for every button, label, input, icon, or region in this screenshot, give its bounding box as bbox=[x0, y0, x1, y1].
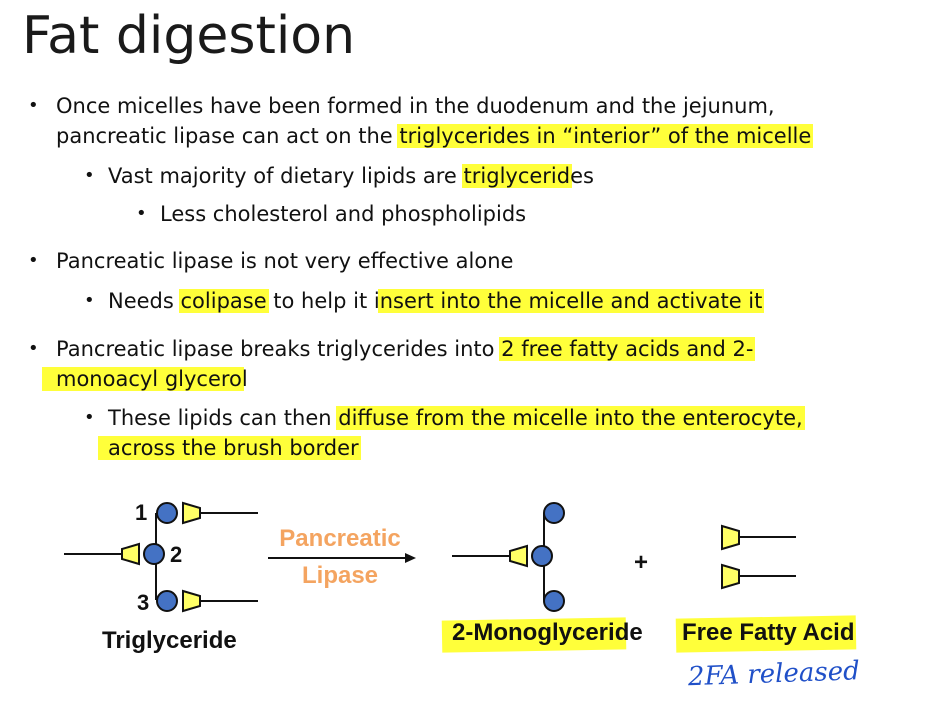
bullet-1-line-2: pancreatic lipase can act on the triglyc… bbox=[56, 121, 812, 151]
bullet-2a-text-2: to help it i bbox=[266, 289, 380, 313]
triglyceride-label: Triglyceride bbox=[102, 627, 237, 654]
monoglyceride-highlight bbox=[441, 617, 627, 653]
bullet-1a: Vast majority of dietary lipids are trig… bbox=[108, 161, 594, 191]
ffa-highlight bbox=[675, 615, 857, 653]
bullet-3a-line-1: These lipids can then diffuse from the m… bbox=[108, 403, 803, 433]
bullet-3-line-2-tail: l bbox=[241, 367, 248, 391]
lipid-digestion-diagram: 1 2 3 Triglyceride Pancreatic Lipase 2-M… bbox=[64, 500, 860, 692]
bullet-1a1: Less cholesterol and phospholipids bbox=[160, 199, 526, 229]
bullet-1a-tail: es bbox=[570, 164, 594, 188]
monoglyceride-molecule bbox=[452, 502, 565, 612]
monoglyceride-label: 2-Monoglyceride bbox=[452, 619, 643, 646]
plus-sign: + bbox=[634, 549, 648, 576]
bullet-2a-highlight-insert: nsert into the micelle and activate it bbox=[379, 289, 763, 313]
fatty-acid-head-2 bbox=[121, 542, 140, 566]
bullet-1-line-2-text: pancreatic lipase can act on the bbox=[56, 124, 400, 148]
bullet-3a-line-2: across the brush border bbox=[100, 433, 359, 463]
bullet-dot: • bbox=[84, 165, 95, 186]
bullet-dot: • bbox=[84, 407, 95, 428]
enzyme-label-line-1: Pancreatic bbox=[279, 525, 400, 552]
ffa-label: Free Fatty Acid bbox=[682, 619, 855, 646]
bullet-dot: • bbox=[28, 250, 39, 271]
carbon-number-1: 1 bbox=[135, 500, 147, 525]
triglyceride-molecule bbox=[64, 501, 258, 613]
mono-glycerol-circle-2 bbox=[531, 545, 553, 567]
bullet-3-highlight-2: monoacyl glycero bbox=[44, 367, 242, 391]
bullet-3a-highlight-2: across the brush border bbox=[100, 436, 359, 460]
bullet-1a-highlight: triglycerid bbox=[463, 164, 571, 188]
carbon-number-3: 3 bbox=[137, 590, 149, 615]
bullet-dot: • bbox=[84, 290, 95, 311]
bullet-1a-text: Vast majority of dietary lipids are bbox=[108, 164, 464, 188]
bullet-1-highlight: triglycerides in “interior” of the micel… bbox=[399, 124, 812, 148]
bullet-3-line-1-text: Pancreatic lipase breaks triglycerides i… bbox=[56, 337, 502, 361]
glycerol-circle-2 bbox=[143, 543, 165, 565]
bullet-3a-line-1-text: These lipids can then bbox=[108, 406, 339, 430]
ffa-head-1 bbox=[721, 524, 740, 551]
bullet-2-text: Pancreatic lipase is not very effective … bbox=[56, 249, 514, 273]
free-fatty-acids bbox=[721, 524, 796, 590]
bullet-2: Pancreatic lipase is not very effective … bbox=[56, 246, 513, 276]
bullet-3a-highlight-1: diffuse from the micelle into the entero… bbox=[338, 406, 803, 430]
mono-glycerol-circle-1 bbox=[543, 502, 565, 524]
bullet-3-line-1: Pancreatic lipase breaks triglycerides i… bbox=[56, 334, 754, 364]
bullet-1-line-1-text: Once micelles have been formed in the du… bbox=[56, 94, 775, 118]
mono-fatty-acid-head bbox=[509, 544, 528, 568]
fatty-acid-head-3 bbox=[182, 589, 201, 613]
reaction-arrow-head bbox=[405, 553, 416, 563]
handwritten-note: 2FA released bbox=[686, 656, 860, 692]
fatty-acid-head-1 bbox=[182, 501, 201, 525]
bullet-2a: Needs colipase to help it insert into th… bbox=[108, 286, 763, 316]
bullet-2a-highlight-colipase: colipase bbox=[180, 289, 267, 313]
slide-title: Fat digestion bbox=[22, 6, 356, 66]
carbon-number-2: 2 bbox=[170, 542, 182, 567]
glycerol-circle-3 bbox=[156, 590, 178, 612]
bullet-2a-text-1: Needs bbox=[108, 289, 181, 313]
bullet-dot: • bbox=[136, 203, 147, 224]
enzyme-label-line-2: Lipase bbox=[302, 562, 378, 589]
glycerol-circle-1 bbox=[156, 502, 178, 524]
bullet-dot: • bbox=[28, 95, 39, 116]
ffa-head-2 bbox=[721, 563, 740, 590]
bullet-1a1-text: Less cholesterol and phospholipids bbox=[160, 202, 527, 226]
bullet-3-line-2: monoacyl glycerol bbox=[44, 364, 248, 394]
bullet-dot: • bbox=[28, 338, 39, 359]
bullet-3-highlight-1: 2 free fatty acids and 2- bbox=[501, 337, 754, 361]
bullet-1-line-1: Once micelles have been formed in the du… bbox=[56, 91, 775, 121]
mono-glycerol-circle-3 bbox=[543, 590, 565, 612]
